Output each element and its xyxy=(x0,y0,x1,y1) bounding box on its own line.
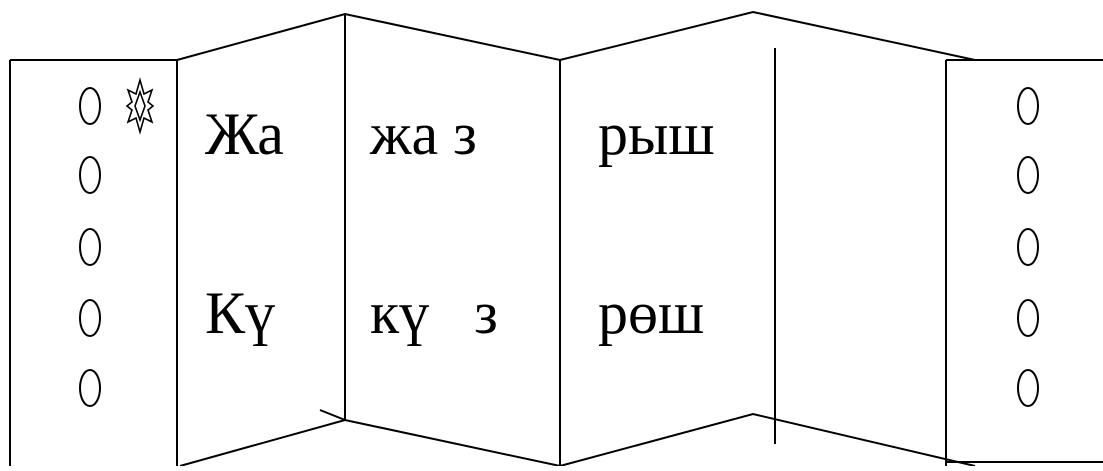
syllable-row2-col1: Кү xyxy=(205,280,276,346)
sun-ornament-icon xyxy=(125,77,155,135)
right-cover-panel xyxy=(945,59,1103,466)
oval-hole-icon xyxy=(79,228,101,266)
syllable-row2-col3: рөш xyxy=(598,280,705,346)
oval-hole-icon xyxy=(79,369,101,407)
oval-hole-icon xyxy=(79,156,101,194)
fold-tick xyxy=(319,409,346,421)
syllable-row1-col1: Жа xyxy=(205,101,284,167)
oval-hole-icon xyxy=(1017,156,1039,194)
zigzag-bottom-edge xyxy=(179,412,976,468)
oval-hole-icon xyxy=(1017,369,1039,407)
syllable-row2-col2: кү з xyxy=(370,280,498,346)
syllable-row1-col2: жа з xyxy=(370,101,477,167)
oval-hole-icon xyxy=(79,299,101,337)
oval-hole-icon xyxy=(1017,228,1039,266)
oval-hole-icon xyxy=(1017,299,1039,337)
oval-hole-icon xyxy=(1017,87,1039,125)
oval-hole-icon xyxy=(79,87,101,125)
zigzag-top-edge xyxy=(176,10,976,62)
syllable-row1-col3: рыш xyxy=(598,101,715,167)
